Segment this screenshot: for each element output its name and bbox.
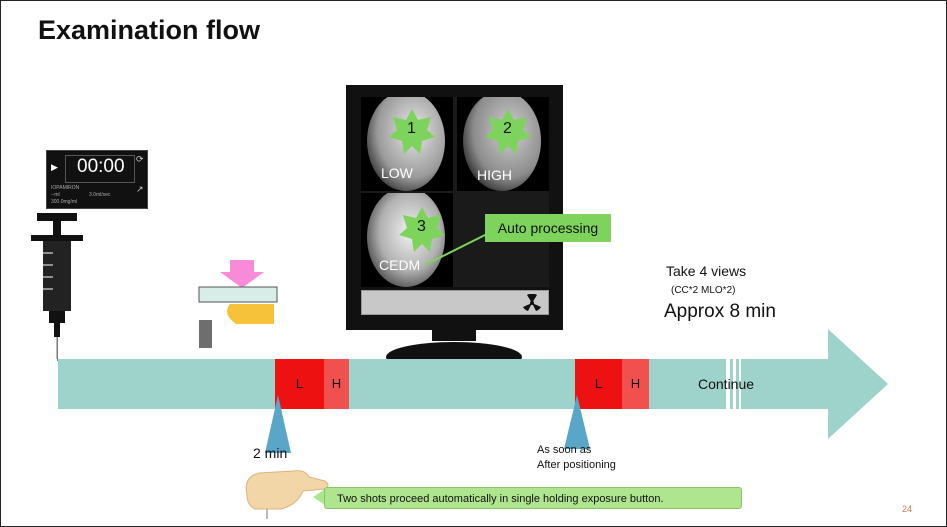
timer-concentration: 300.0mg/ml — [51, 199, 78, 205]
syringe-icon — [31, 213, 83, 359]
star-badge-3 — [399, 207, 445, 252]
marker-second — [564, 395, 590, 449]
timer-display — [65, 155, 135, 183]
compression-paddle-icon — [198, 260, 278, 348]
cedm-image — [361, 193, 453, 287]
monitor-status-bar — [361, 290, 549, 315]
segment-low-2: L — [575, 359, 622, 409]
marker-second-label-line1: As soon as — [537, 444, 592, 456]
callout-connector — [424, 232, 490, 266]
export-icon[interactable]: ↗ — [136, 184, 144, 194]
views-detail: (CC*2 MLO*2) — [671, 285, 736, 296]
image-label-high: HIGH — [477, 167, 512, 183]
page-title: Examination flow — [38, 15, 261, 45]
auto-processing-callout: Auto processing — [485, 214, 611, 242]
page-number: 24 — [902, 504, 913, 514]
segment-high-1: H — [324, 359, 349, 409]
radiation-icon — [523, 294, 541, 311]
play-icon[interactable]: ▶ — [51, 162, 58, 172]
marker-second-label-line2: After positioning — [537, 459, 616, 471]
views-duration: Approx 8 min — [664, 301, 776, 322]
image-number-1: 1 — [407, 120, 416, 137]
hand-icon — [245, 470, 329, 519]
continue-label: Continue — [698, 376, 755, 392]
injection-line — [57, 337, 58, 361]
monitor: 1 LOW 2 HIGH 3 CEDM — [346, 85, 563, 330]
star-badge-2 — [485, 109, 531, 154]
star-badge-1 — [389, 109, 435, 154]
exposure-note: Two shots proceed automatically in singl… — [324, 487, 742, 509]
segment-high-2: H — [622, 359, 649, 409]
image-number-2: 2 — [503, 120, 512, 137]
timeline-arrow — [58, 329, 888, 439]
timer-volume: --ml — [51, 192, 60, 198]
image-label-low: LOW — [381, 165, 413, 181]
reset-icon[interactable]: ⟳ — [136, 154, 144, 164]
marker-first — [265, 395, 291, 453]
timer-time: 00:00 — [77, 156, 125, 177]
monitor-screen: 1 LOW 2 HIGH 3 CEDM — [361, 97, 549, 287]
segment-low-1: L — [275, 359, 324, 409]
views-text: Take 4 views — [666, 263, 747, 279]
image-number-3: 3 — [417, 218, 426, 235]
timer-rate: 3.0ml/sec — [89, 192, 111, 198]
note-pointer — [313, 489, 325, 505]
marker-first-label: 2 min — [253, 445, 288, 461]
injector-timer: ▶ 00:00 ⟳ ↗ IOPAMIRON --ml 3.0ml/sec 300… — [46, 150, 148, 209]
timer-drug: IOPAMIRON — [51, 185, 80, 191]
image-label-cedm: CEDM — [379, 257, 421, 273]
